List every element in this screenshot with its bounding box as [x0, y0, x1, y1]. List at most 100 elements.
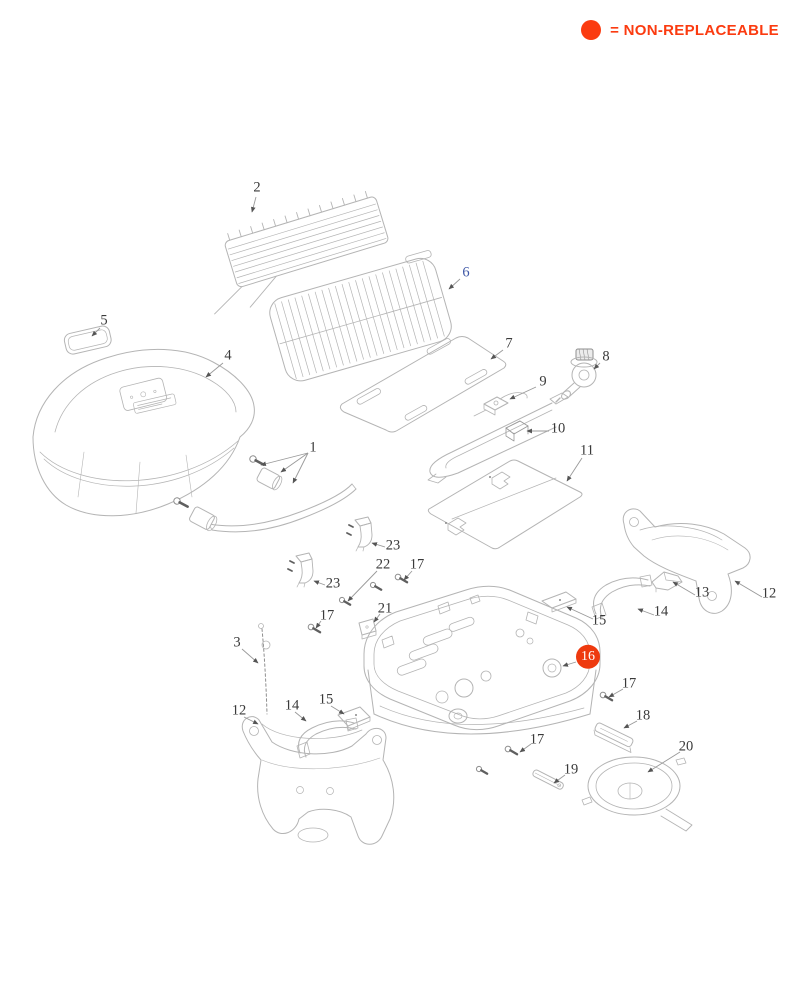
leader-line-part-3 [241, 648, 259, 664]
leader-line-part-12 [243, 716, 259, 725]
leader-line-part-23 [371, 542, 386, 548]
part-label-17: 17 [409, 556, 425, 573]
part-bracket-21 [358, 618, 377, 640]
part-label-17: 17 [621, 675, 637, 692]
part-warming-rack [214, 191, 389, 315]
part-label-8: 8 [602, 348, 610, 365]
leader-line-part-14 [637, 608, 655, 616]
leader-line-part-1 [260, 452, 309, 467]
part-hinge-bracket-lower [287, 552, 314, 588]
part-label-4: 4 [224, 347, 232, 364]
part-label-15: 15 [318, 691, 334, 708]
part-screw-17 [394, 573, 409, 584]
part-screw-17 [504, 745, 519, 756]
part-label-14: 14 [653, 603, 669, 620]
part-heat-deflector [339, 336, 507, 433]
lid-logo-plate [133, 393, 177, 414]
part-bracket-13 [651, 571, 683, 593]
leader-line-part-5 [91, 327, 101, 337]
part-label-1: 1 [309, 439, 317, 456]
part-label-11: 11 [580, 442, 594, 459]
leader-line-part-17 [608, 688, 624, 698]
leader-lines [91, 196, 763, 784]
legend-text: = NON-REPLACEABLE [610, 21, 779, 39]
part-spacer-bar [593, 722, 634, 753]
leader-line-part-6 [448, 278, 461, 290]
part-side-handle-left [296, 717, 359, 759]
part-label-5: 5 [100, 312, 108, 329]
part-label-17: 17 [529, 731, 545, 748]
leader-line-part-16 [562, 661, 577, 667]
part-side-handle-right [591, 574, 653, 620]
part-label-3: 3 [233, 634, 241, 651]
leader-line-part-12 [734, 580, 763, 598]
part-lid [32, 348, 255, 517]
part-label-19: 19 [563, 761, 579, 778]
part-firebox-body [363, 585, 601, 735]
leader-line-part-18 [623, 720, 638, 729]
leader-line-part-22 [347, 570, 378, 602]
part-label-9: 9 [539, 373, 547, 390]
leader-line-part-1 [292, 452, 309, 484]
leader-line-part-19 [553, 774, 566, 784]
part-label-12: 12 [761, 585, 777, 602]
part-label-23: 23 [385, 537, 401, 554]
part-label-2: 2 [253, 179, 261, 196]
part-screw-22 [338, 596, 352, 606]
leader-line-part-17 [315, 620, 322, 629]
leader-line-part-7 [490, 349, 504, 360]
part-side-frame-right [622, 508, 751, 614]
part-hinge-bracket-upper [346, 516, 373, 552]
leader-line-part-17 [403, 570, 413, 581]
part-label-22: 22 [375, 556, 391, 573]
leader-line-part-1 [280, 452, 309, 473]
part-lid-window [63, 325, 112, 355]
part-label-23: 23 [325, 575, 341, 592]
part-drip-pan [581, 756, 693, 832]
part-chain [258, 623, 271, 715]
part-label-10: 10 [550, 420, 566, 437]
part-side-frame-left [241, 716, 395, 845]
part-label-18: 18 [635, 707, 651, 724]
part-lid-handle [173, 455, 357, 533]
leader-line-part-14 [294, 711, 307, 722]
leader-line-part-8 [593, 362, 601, 370]
part-screw-19 [475, 765, 489, 775]
part-label-16-non-replaceable[interactable]: 16 [576, 644, 600, 669]
leader-line-part-2 [251, 196, 257, 213]
part-regulator [555, 348, 598, 403]
part-label-21: 21 [377, 600, 393, 617]
leader-line-part-20 [647, 751, 681, 773]
part-label-13: 13 [694, 584, 710, 601]
part-label-20: 20 [678, 738, 694, 755]
part-label-7: 7 [505, 335, 513, 352]
part-igniter [473, 392, 528, 417]
part-rail-19 [532, 769, 564, 790]
part-label-17: 17 [319, 607, 335, 624]
leader-line-part-13 [672, 581, 696, 596]
leader-line-part-21 [373, 613, 381, 623]
part-grease-tray [427, 459, 583, 550]
part-label-6[interactable]: 6 [462, 264, 470, 281]
leader-line-part-23 [313, 580, 326, 586]
leader-line-part-15 [566, 606, 594, 620]
non-replaceable-dot-icon [581, 20, 602, 40]
part-label-12: 12 [231, 702, 247, 719]
leader-line-part-4 [205, 362, 224, 378]
leader-line-part-17 [519, 743, 532, 753]
part-label-15: 15 [591, 612, 607, 629]
leader-line-part-9 [509, 386, 537, 400]
part-label-14: 14 [284, 697, 300, 714]
part-screw-17 [307, 623, 322, 634]
part-mounting-plate-right [541, 591, 577, 613]
part-burner-tube [427, 392, 569, 484]
part-mounting-plate-left [337, 706, 371, 731]
part-cooking-grate [269, 250, 452, 382]
handle-screw [173, 497, 189, 508]
legend-non-replaceable: = NON-REPLACEABLE [581, 20, 779, 40]
handle-screw [249, 455, 265, 466]
leader-line-part-11 [566, 457, 583, 482]
